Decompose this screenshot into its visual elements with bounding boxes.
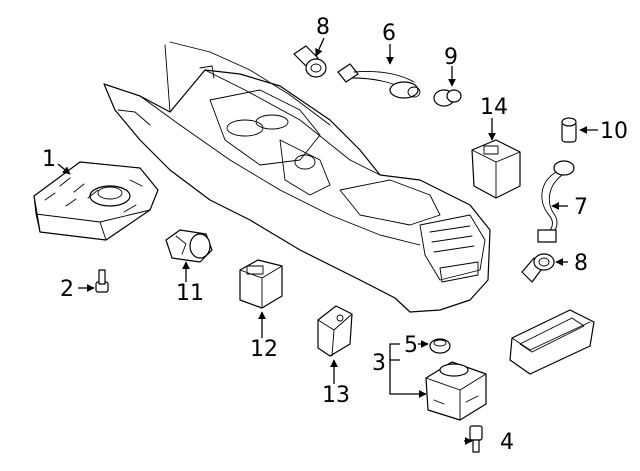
callout-7: 7 — [574, 195, 588, 220]
switch-block-14 — [471, 139, 521, 199]
socket-8-top — [293, 45, 327, 78]
callout-6: 6 — [382, 21, 396, 46]
storage-tray — [509, 309, 595, 375]
switch-13 — [317, 305, 353, 357]
bolt-4 — [469, 425, 483, 453]
switch-12 — [239, 259, 283, 309]
callout-10: 10 — [600, 119, 628, 144]
plug-9 — [433, 89, 462, 107]
rotary-switch — [165, 229, 213, 263]
center-console — [103, 41, 491, 313]
control-module — [33, 161, 159, 241]
callout-3: 3 — [372, 351, 386, 376]
socket-8-right — [521, 253, 555, 283]
wire-harness-7 — [537, 160, 575, 243]
callout-9: 9 — [444, 45, 458, 70]
callout-11: 11 — [176, 281, 204, 306]
callout-8-right: 8 — [574, 251, 588, 276]
callout-13: 13 — [322, 383, 350, 408]
callout-12: 12 — [250, 337, 278, 362]
leader-lines — [57, 37, 598, 445]
callout-1: 1 — [42, 147, 56, 172]
control-unit-3 — [425, 361, 487, 421]
callout-8-top: 8 — [316, 15, 330, 40]
knob-5 — [429, 338, 451, 354]
wire-harness-6 — [337, 63, 421, 99]
callout-14: 14 — [480, 95, 508, 120]
callout-5: 5 — [404, 333, 418, 358]
plug-10 — [561, 117, 577, 143]
callout-2: 2 — [60, 277, 74, 302]
callout-labels: 1 2 3 4 5 6 7 8 8 9 10 11 12 13 14 — [42, 15, 628, 455]
callout-4: 4 — [500, 430, 514, 455]
bolt-2 — [95, 269, 109, 293]
